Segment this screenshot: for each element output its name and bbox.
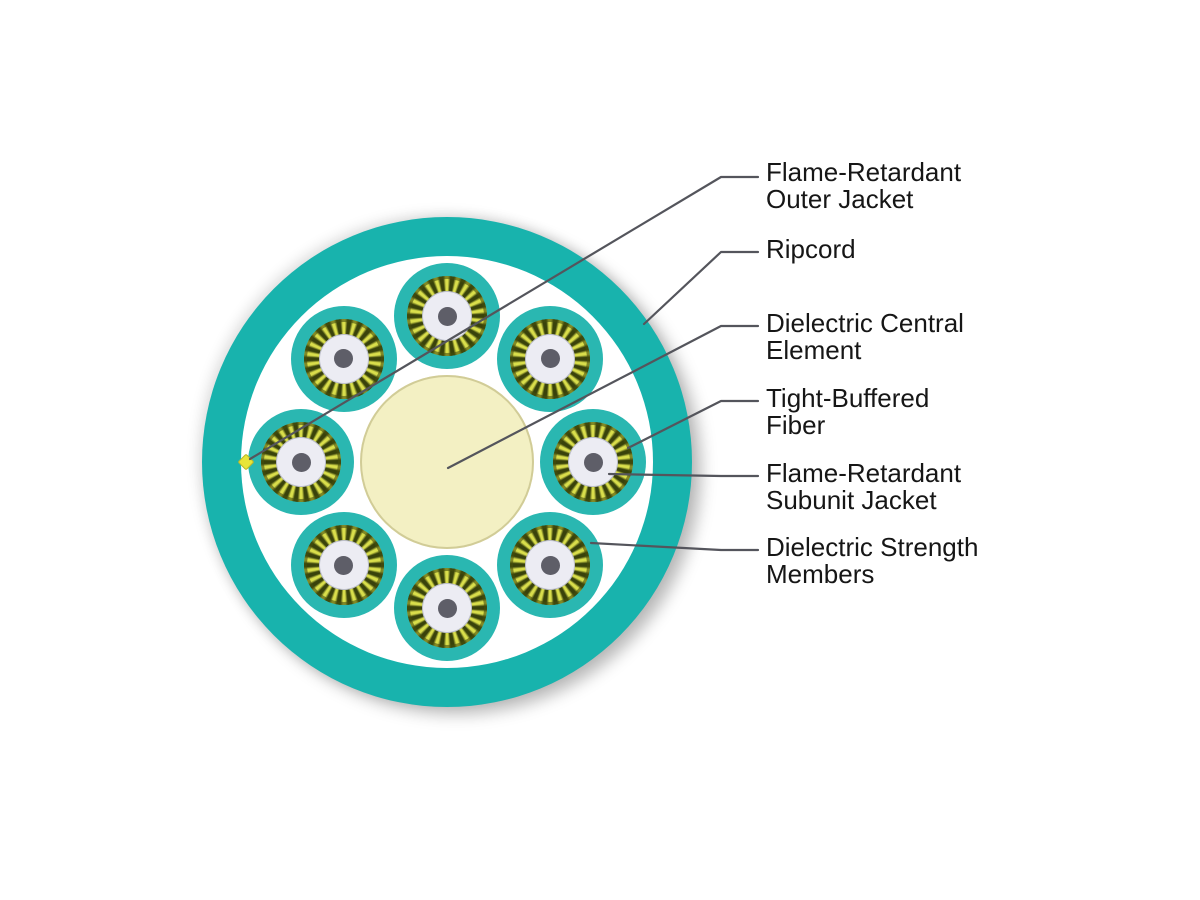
subunit-fiber-2 [583, 452, 603, 472]
subunit-fiber-0 [437, 306, 457, 326]
subunit-fiber-3 [540, 555, 560, 575]
subunit-fiber-5 [334, 555, 354, 575]
label-dielectric-central-element-line-1: Dielectric Central [766, 308, 964, 338]
subunit-fiber-4 [437, 598, 457, 618]
label-ripcord: Ripcord [766, 236, 856, 263]
label-flame-retardant-subunit-jacket-line-2: Subunit Jacket [766, 485, 937, 515]
leader-line-ripcord [642, 250, 760, 326]
subunit-fiber-6 [291, 452, 311, 472]
label-tight-buffered-fiber-line-2: Fiber [766, 410, 826, 440]
label-flame-retardant-outer-jacket-line-2: Outer Jacket [766, 184, 914, 214]
label-tight-buffered-fiber-line-1: Tight-Buffered [766, 383, 930, 413]
label-flame-retardant-subunit-jacket-line-1: Flame-Retardant [766, 458, 962, 488]
subunit-fiber-1 [540, 349, 560, 369]
label-dielectric-central-element-line-2: Element [766, 335, 862, 365]
label-dielectric-strength-members-line-2: Members [766, 559, 875, 589]
dielectric-central-element [360, 375, 534, 549]
label-ripcord-line-1: Ripcord [766, 234, 856, 264]
label-flame-retardant-outer-jacket-line-1: Flame-Retardant [766, 157, 962, 187]
label-dielectric-strength-members-line-1: Dielectric Strength [766, 532, 979, 562]
